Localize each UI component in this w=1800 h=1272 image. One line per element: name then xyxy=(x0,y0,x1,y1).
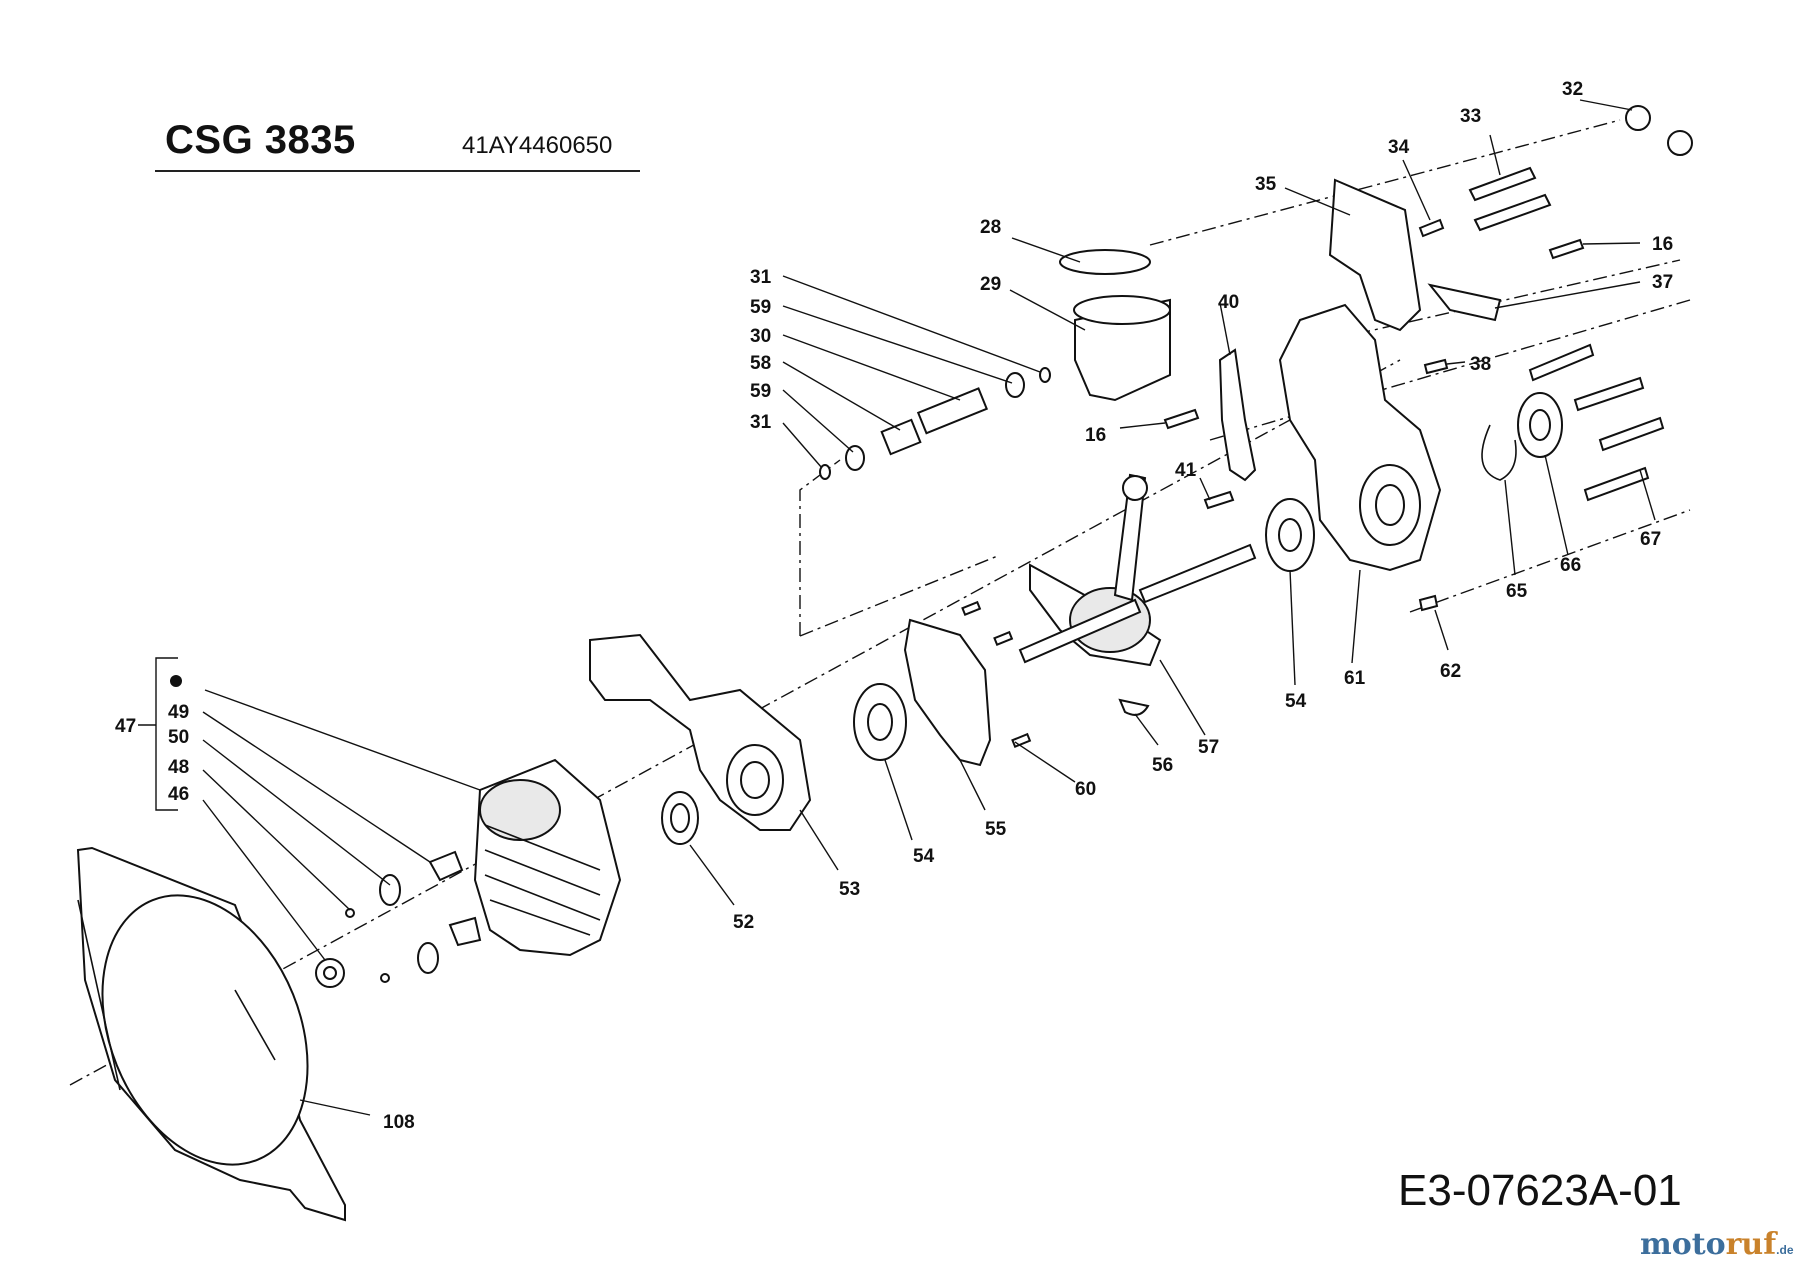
screw-38-part xyxy=(1423,358,1449,375)
part-label-29: 29 xyxy=(980,274,1001,295)
bolts-67-parts xyxy=(1528,343,1665,502)
part-label-33: 33 xyxy=(1460,106,1481,127)
part-label-67: 67 xyxy=(1640,529,1661,550)
screw-34-part xyxy=(1418,218,1445,238)
bracket-37-part xyxy=(1427,283,1502,322)
watermark-logo: motoruf.de xyxy=(1640,1227,1794,1262)
part-label-53: 53 xyxy=(839,879,860,900)
part-label-66: 66 xyxy=(1560,555,1581,576)
bearing-right-part xyxy=(1265,498,1315,572)
watermark-part1: moto xyxy=(1640,1227,1726,1262)
part-label-35: 35 xyxy=(1255,174,1277,195)
legend-bullet-icon xyxy=(170,675,182,687)
part-label-16-left: 16 xyxy=(1085,425,1106,446)
starter-pawl-parts xyxy=(345,850,482,983)
flywheel-part xyxy=(473,758,622,957)
crankshaft-part xyxy=(1018,473,1257,667)
part-label-34: 34 xyxy=(1388,137,1410,158)
part-label-58: 58 xyxy=(750,353,771,374)
part-label-65: 65 xyxy=(1506,581,1528,602)
crankcase-left-part xyxy=(589,633,812,831)
part-label-62: 62 xyxy=(1440,661,1461,682)
watermark-part2: ruf xyxy=(1725,1227,1777,1262)
part-label-52: 52 xyxy=(733,912,754,933)
part-label-57: 57 xyxy=(1198,737,1219,758)
stud-lower-part xyxy=(1473,193,1552,232)
woodruff-key-part xyxy=(1118,698,1150,716)
part-label-31-top: 31 xyxy=(750,267,772,288)
fan-housing-part xyxy=(76,846,346,1222)
wrist-pin-group-parts xyxy=(819,367,1051,480)
flange-nut-part xyxy=(315,958,345,988)
part-label-31-bottom: 31 xyxy=(750,412,772,433)
part-label-41: 41 xyxy=(1175,460,1197,481)
assembly-axes xyxy=(69,119,1691,1086)
crankcase-right-part xyxy=(1278,303,1442,572)
part-label-49: 49 xyxy=(168,702,189,723)
part-label-59-top: 59 xyxy=(750,297,771,318)
leader-lines xyxy=(202,99,1656,1116)
part-label-32: 32 xyxy=(1562,79,1583,100)
plug-62-part xyxy=(1418,594,1439,612)
circlip-part xyxy=(1481,424,1517,481)
part-label-46: 46 xyxy=(168,784,189,805)
nut-lower-part xyxy=(1667,130,1693,156)
part-label-108: 108 xyxy=(383,1112,415,1133)
part-label-38: 38 xyxy=(1470,354,1491,375)
part-label-54-left: 54 xyxy=(913,846,935,867)
part-label-59-bottom: 59 xyxy=(750,381,771,402)
screw-41-part xyxy=(1203,490,1235,510)
part-label-50: 50 xyxy=(168,727,189,748)
part-label-48: 48 xyxy=(168,757,189,778)
stud-upper-part xyxy=(1468,166,1537,202)
part-label-47: 47 xyxy=(115,716,136,737)
screw-16-left-part xyxy=(1163,408,1200,430)
screw-16-right-part xyxy=(1548,238,1585,260)
bracket-part xyxy=(1218,348,1257,482)
part-label-56: 56 xyxy=(1152,755,1173,776)
legend-bracket xyxy=(138,657,178,811)
bearing-left-part xyxy=(853,683,907,761)
model-title: CSG 3835 xyxy=(165,118,356,162)
part-code: 41AY4460650 xyxy=(462,132,613,159)
header-divider xyxy=(155,170,640,172)
part-label-40: 40 xyxy=(1218,292,1239,313)
piston-ring-part xyxy=(1059,249,1151,275)
diagram-reference-code: E3-07623A-01 xyxy=(1398,1166,1682,1215)
guide-plate-part xyxy=(1328,178,1422,332)
bearing-66-part xyxy=(1517,392,1563,458)
part-label-60: 60 xyxy=(1075,779,1096,800)
dowel-pin-parts xyxy=(961,600,1032,749)
part-label-54-right: 54 xyxy=(1285,691,1307,712)
part-label-30: 30 xyxy=(750,326,771,347)
watermark-part3: .de xyxy=(1776,1243,1794,1257)
nut-upper-part xyxy=(1625,105,1651,131)
part-label-61: 61 xyxy=(1344,668,1366,689)
part-label-16-right: 16 xyxy=(1652,234,1673,255)
oil-seal-part xyxy=(661,791,699,845)
part-label-55: 55 xyxy=(985,819,1007,840)
part-number-labels: 47 49 50 48 46 108 52 53 54 55 60 56 57 … xyxy=(115,79,1673,1133)
part-label-28: 28 xyxy=(980,217,1001,238)
gasket-part xyxy=(903,618,992,767)
part-label-37: 37 xyxy=(1652,272,1673,293)
piston-part xyxy=(1073,295,1171,402)
